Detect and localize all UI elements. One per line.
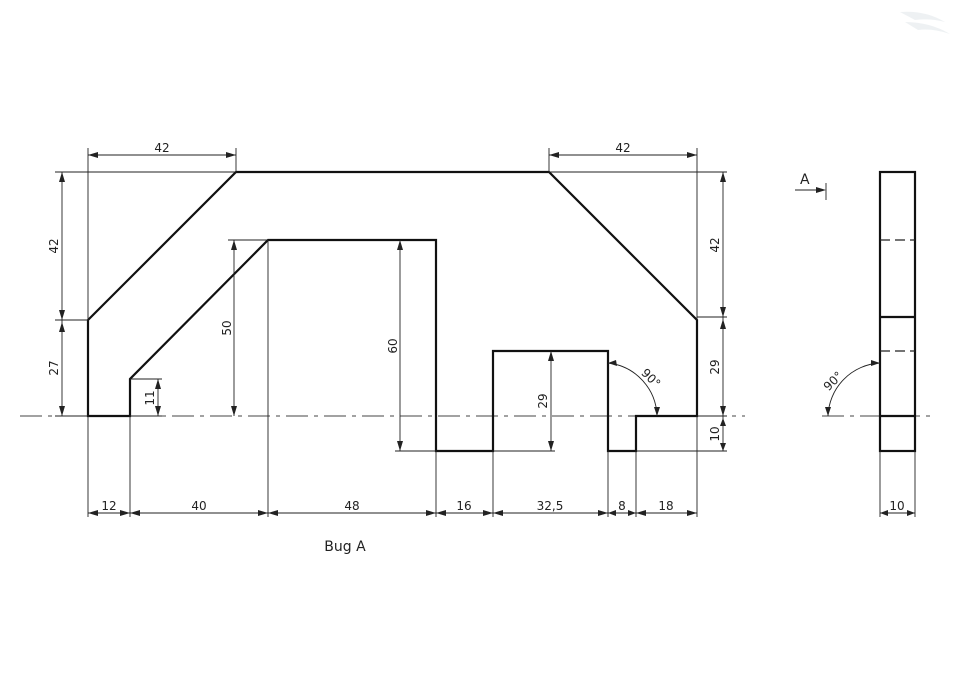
dimension-lines — [59, 152, 915, 516]
dim-bottom-8: 8 — [618, 499, 626, 513]
dim-bottom-32-5: 32,5 — [537, 499, 564, 513]
part-outline — [86, 170, 699, 453]
dim-right-mid-height: 29 — [708, 359, 722, 374]
dim-top-left-width: 42 — [154, 141, 169, 155]
side-view — [878, 170, 917, 453]
dim-right-upper-height: 42 — [708, 237, 722, 252]
view-marker-a: A — [795, 172, 827, 200]
dim-bottom-18: 18 — [658, 499, 673, 513]
dim-bottom-12: 12 — [101, 499, 116, 513]
dim-left-lower-height: 27 — [47, 360, 61, 375]
drawing-title: Bug A — [324, 539, 366, 555]
dim-bottom-40: 40 — [191, 499, 206, 513]
watermark-logo — [900, 11, 950, 34]
dim-slot-height: 29 — [536, 393, 550, 408]
dim-angle-side: 90° — [821, 369, 846, 394]
dim-angle-front: 90° — [638, 366, 663, 391]
dim-inner-height-60: 60 — [386, 338, 400, 353]
dim-right-lower-height: 10 — [708, 426, 722, 441]
dim-step-left: 11 — [143, 390, 157, 405]
extension-lines — [55, 148, 916, 517]
dim-inner-height-50: 50 — [220, 320, 234, 335]
dim-left-upper-height: 42 — [47, 238, 61, 253]
dim-top-right-width: 42 — [615, 141, 630, 155]
dim-bottom-16: 16 — [456, 499, 471, 513]
dim-side-width: 10 — [889, 499, 904, 513]
dim-bottom-48: 48 — [344, 499, 359, 513]
view-marker-label: A — [800, 172, 810, 188]
dimension-labels: 42 42 42 27 11 50 60 29 42 29 10 90° 90°… — [47, 141, 905, 513]
